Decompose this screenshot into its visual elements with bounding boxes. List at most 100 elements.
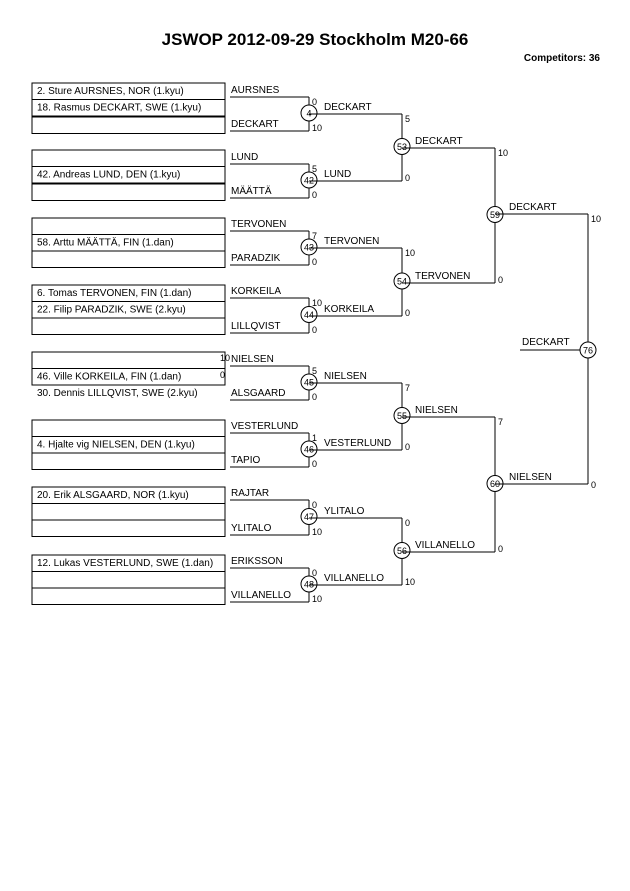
r1-bottom-name: YLITALO [231,523,272,534]
r1-bottom-name: PARADZIK [231,253,281,264]
r1-top-score: 0 [312,568,317,578]
r1-top-name: RAJTAR [231,488,269,499]
entry-box [31,452,226,470]
entry-box [31,519,226,537]
competitor-entry: 42. Andreas LUND, DEN (1.kyu) [37,170,180,181]
r2-bottom-score: 10 [405,577,415,587]
r1-top-name: TERVONEN [231,219,286,230]
r1-bottom-score: 10 [312,594,322,604]
competitor-entry: 12. Lukas VESTERLUND, SWE (1.dan) [37,558,213,569]
r1-top-score: 5 [312,164,317,174]
r3-match-circle-number: 59 [490,210,500,220]
entry-box [31,116,226,134]
competitor-entry: 18. Rasmus DECKART, SWE (1.kyu) [37,103,201,114]
r1-match-circle [300,238,318,256]
final-bottom-name: NIELSEN [509,472,552,483]
r2-top-name: DECKART [324,102,372,113]
r2-top-name: NIELSEN [324,371,367,382]
champion-name: DECKART [522,337,570,348]
r2-bottom-name: VESTERLUND [324,438,391,449]
entry-box [31,183,226,201]
final-bottom-score: 0 [591,480,596,490]
r1-bottom-name: ALSGAARD [231,388,285,399]
r1-bottom-score: 0 [312,392,317,402]
r3-bottom-name: VILLANELLO [415,540,475,551]
r2-bottom-score: 0 [405,173,410,183]
r1-bottom-name: VILLANELLO [231,590,291,601]
final-match-circle-number: 76 [583,346,593,356]
r1-top-name: ERIKSSON [231,556,283,567]
r3-bottom-name: TERVONEN [415,271,470,282]
r1-bottom-score: 0 [312,257,317,267]
r2-top-name: YLITALO [324,506,365,517]
entry-box [31,250,226,268]
r2-match-circle [393,272,411,290]
r1-match-circle [300,306,318,323]
r1-top-score: 10 [312,298,322,308]
r1-match-circle [300,171,318,189]
r1-bottom-score: 0 [312,459,317,469]
r2-match-circle [393,138,411,155]
r1-match-circle-number: 44 [304,310,314,320]
r1-top-score: 1 [312,433,317,443]
r3-top-name: DECKART [415,136,463,147]
r1-top-score: 0 [312,97,317,107]
r1-bottom-score: 0 [312,190,317,200]
r2-bottom-score: 0 [405,442,410,452]
r2-match-circle-number: 56 [397,546,407,556]
r1-top-score: 5 [312,366,317,376]
r2-match-circle [393,542,411,559]
r1-bottom-score: 0 [312,325,317,335]
r1-bottom-name: LILLQVIST [231,321,280,332]
r1-top-name: VESTERLUND [231,421,298,432]
r1-top-name: NIELSEN [231,354,274,365]
r1-match-circle [300,104,318,122]
r3-bottom-score: 0 [498,544,503,554]
r1-top-score: 7 [312,231,317,241]
prelim-score: 0 [220,370,225,380]
final-top-score: 10 [591,214,601,224]
r1-match-circle [300,575,318,593]
competitor-entry: 22. Filip PARADZIK, SWE (2.kyu) [37,305,186,316]
competitors-count: Competitors: 36 [524,53,601,64]
r2-top-score: 10 [405,248,415,258]
r3-top-score: 7 [498,417,503,427]
r1-bottom-score: 10 [312,123,322,133]
r2-bottom-name: VILLANELLO [324,573,384,584]
r2-match-circle-number: 55 [397,411,407,421]
r1-top-name: LUND [231,152,258,163]
competitor-entry: 20. Erik ALSGAARD, NOR (1.kyu) [37,490,189,501]
r2-top-name: TERVONEN [324,236,379,247]
r2-top-score: 7 [405,383,410,393]
r1-bottom-name: MÄÄTTÄ [231,185,272,197]
r3-top-score: 10 [498,148,508,158]
r2-match-circle [393,407,411,424]
competitor-entry: 58. Arttu MÄÄTTÄ, FIN (1.dan) [37,237,174,249]
competitor-entry: 6. Tomas TERVONEN, FIN (1.dan) [37,288,192,299]
page-title: JSWOP 2012-09-29 Stockholm M20-66 [162,30,469,49]
r2-match-circle-number: 53 [397,142,407,152]
r1-match-circle [300,373,318,391]
r2-top-score: 5 [405,114,410,124]
r1-top-score: 0 [312,500,317,510]
competitor-entry: 30. Dennis LILLQVIST, SWE (2.kyu) [37,388,198,399]
r1-top-name: AURSNES [231,85,280,96]
r2-top-score: 0 [405,518,410,528]
prelim-score: 10 [220,353,230,363]
r1-bottom-name: TAPIO [231,455,260,466]
r1-match-circle [300,440,318,458]
r3-top-name: NIELSEN [415,405,458,416]
r1-match-circle [300,508,318,525]
r1-match-circle-number: 47 [304,512,314,522]
competitor-entry: 4. Hjalte vig NIELSEN, DEN (1.kyu) [37,440,195,451]
r2-bottom-name: KORKEILA [324,304,374,315]
competitor-entry: 2. Sture AURSNES, NOR (1.kyu) [37,86,184,97]
entry-box [31,587,226,605]
r1-bottom-name: DECKART [231,119,279,130]
competitor-entry: 46. Ville KORKEILA, FIN (1.dan) [37,372,181,383]
r3-bottom-score: 0 [498,275,503,285]
final-top-name: DECKART [509,202,557,213]
r2-bottom-score: 0 [405,308,410,318]
